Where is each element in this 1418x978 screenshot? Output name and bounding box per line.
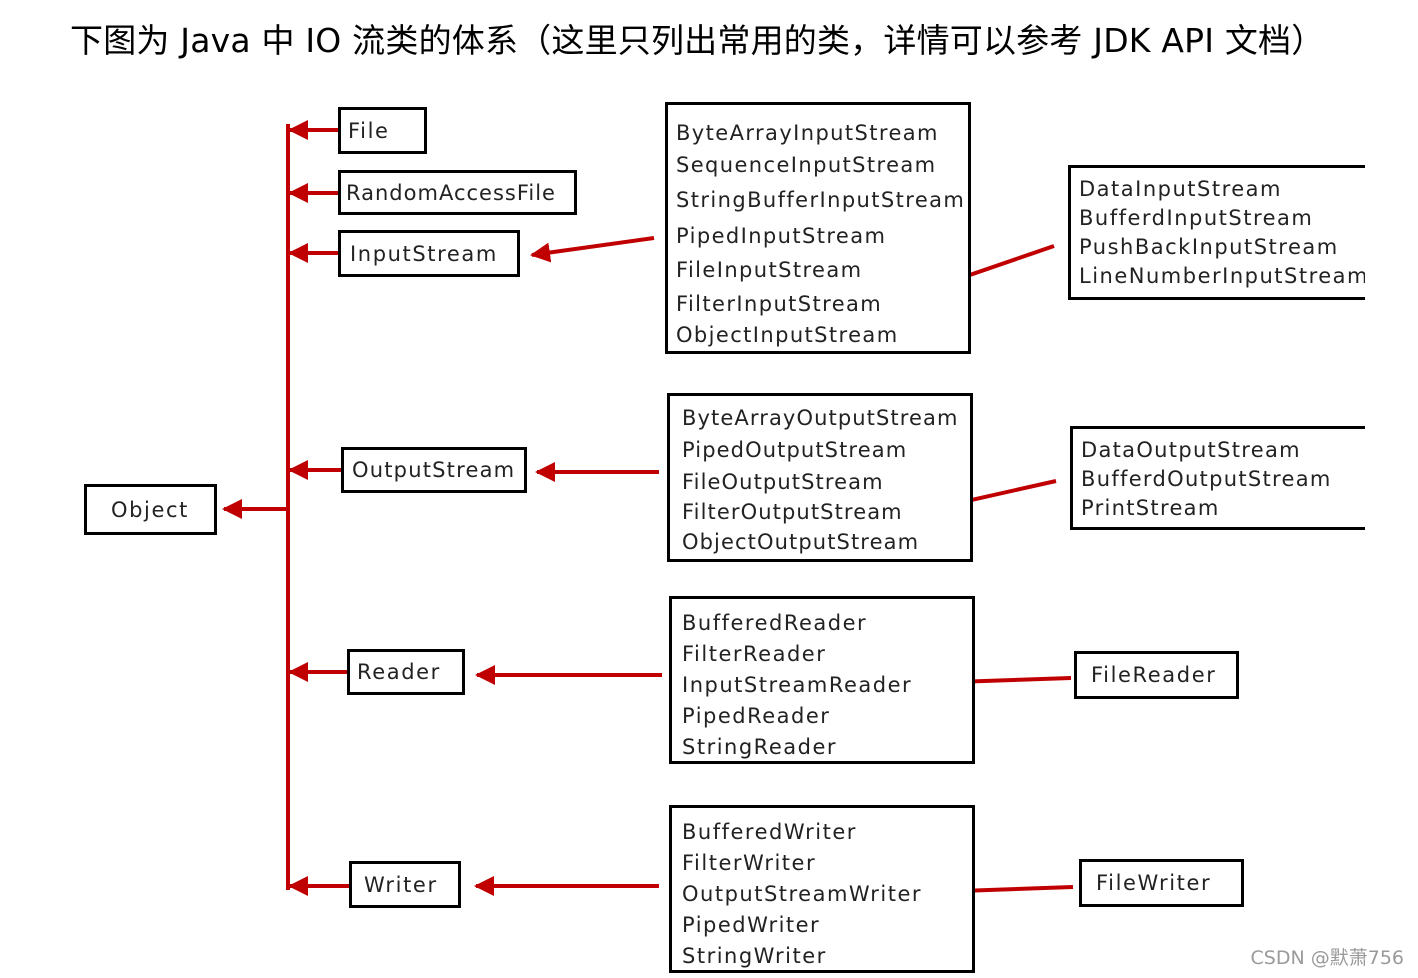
list-item: DataOutputStream: [1081, 438, 1301, 462]
inputstream-class-box: InputStream: [338, 230, 520, 277]
list-item: ObjectOutputStream: [682, 530, 920, 554]
list-item: PushBackInputStream: [1079, 235, 1339, 259]
list-item: StringBufferInputStream: [676, 188, 966, 212]
reader-class-label: Reader: [357, 660, 441, 684]
list-item: BufferdInputStream: [1079, 206, 1314, 230]
list-item: FilterInputStream: [676, 292, 883, 316]
writer-class-label: Writer: [364, 872, 438, 897]
list-item: FilterReader: [682, 642, 827, 666]
list-item: PrintStream: [1081, 496, 1220, 520]
reader-class-box: Reader: [347, 649, 465, 695]
arrow-input-impls-to-inputstream: [530, 236, 655, 263]
filereader-class-box: FileReader: [1074, 651, 1239, 699]
filewriter-class-box: FileWriter: [1079, 859, 1244, 907]
outputstream-impls-box: ByteArrayOutputStream PipedOutputStream …: [667, 393, 973, 562]
list-item: ByteArrayOutputStream: [682, 406, 959, 430]
watermark: CSDN @默萧756: [1250, 947, 1404, 969]
filter-outputstream-impls-box: DataOutputStream BufferdOutputStream Pri…: [1070, 426, 1365, 530]
list-item: PipedWriter: [682, 913, 821, 937]
object-class-box: Object: [84, 484, 217, 535]
list-item: SequenceInputStream: [676, 153, 937, 177]
reader-impls-box: BufferedReader FilterReader InputStreamR…: [669, 596, 975, 764]
list-item: PipedReader: [682, 704, 831, 728]
writer-class-box: Writer: [349, 861, 461, 908]
list-item: LineNumberInputStream: [1079, 264, 1365, 288]
list-item: ByteArrayInputStream: [676, 121, 939, 145]
list-item: BufferdOutputStream: [1081, 467, 1332, 491]
list-item: FileOutputStream: [682, 470, 884, 494]
page-title: 下图为 Java 中 IO 流类的体系（这里只列出常用的类，详情可以参考 JDK…: [70, 21, 1325, 60]
list-item: InputStreamReader: [682, 673, 913, 697]
outputstream-class-box: OutputStream: [341, 447, 527, 493]
list-item: BufferedWriter: [682, 820, 857, 844]
list-item: PipedOutputStream: [682, 438, 908, 462]
list-item: PipedInputStream: [676, 224, 887, 248]
list-item: StringWriter: [682, 944, 827, 968]
file-class-box: File: [338, 107, 427, 154]
inputstream-class-label: InputStream: [350, 241, 498, 266]
list-item: FilterOutputStream: [682, 500, 903, 524]
filewriter-class-label: FileWriter: [1096, 871, 1212, 895]
object-class-label: Object: [111, 497, 189, 522]
list-item: OutputStreamWriter: [682, 882, 923, 906]
list-item: ObjectInputStream: [676, 323, 899, 347]
list-item: FilterWriter: [682, 851, 817, 875]
filereader-class-label: FileReader: [1091, 663, 1217, 687]
list-item: FileInputStream: [676, 258, 863, 282]
file-class-label: File: [348, 118, 390, 143]
filter-inputstream-impls-box: DataInputStream BufferdInputStream PushB…: [1068, 165, 1365, 300]
randomaccessfile-class-label: RandomAccessFile: [346, 180, 556, 205]
list-item: StringReader: [682, 735, 837, 759]
outputstream-class-label: OutputStream: [352, 458, 516, 482]
list-item: BufferedReader: [682, 611, 868, 635]
writer-impls-box: BufferedWriter FilterWriter OutputStream…: [669, 805, 975, 973]
list-item: DataInputStream: [1079, 177, 1282, 201]
randomaccessfile-class-box: RandomAccessFile: [338, 170, 577, 215]
inputstream-impls-box: ByteArrayInputStream SequenceInputStream…: [665, 102, 971, 354]
